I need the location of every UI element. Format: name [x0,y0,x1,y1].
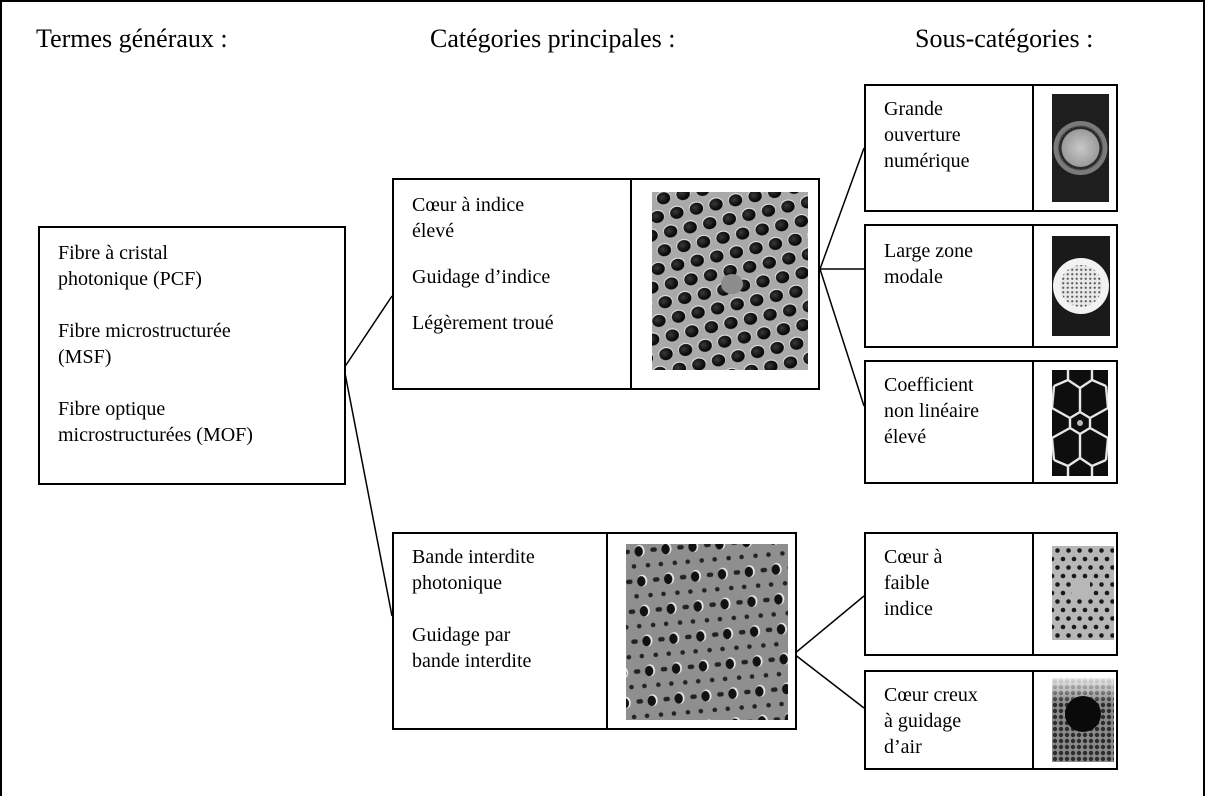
subcategory-line: Cœur creux [884,684,978,706]
air-clad-ring-fiber-icon [1052,94,1109,202]
category-line: élevé [412,220,455,242]
box-separator [630,180,632,388]
subcategory-line: Cœur à [884,546,943,568]
general-term-line: Fibre optique [58,398,166,420]
bandgap-text: Bande interdite photonique Guidage par b… [412,544,535,674]
large-mode-area-fiber-icon [1052,236,1110,336]
bandgap-box: Bande interdite photonique Guidage par b… [392,532,797,730]
subcategory-line: Grande [884,98,943,120]
subcategory-line: modale [884,266,943,288]
sub-high-na-text: Grande ouverture numérique [884,96,970,174]
sparse-hole-lattice-icon [1052,546,1114,640]
general-term-line: microstructurées (MOF) [58,424,253,446]
box-separator [606,534,608,728]
connector-general-to-index [343,295,393,369]
subcategory-line: ouverture [884,124,961,146]
category-line: Cœur à indice [412,194,525,216]
box-separator [1032,226,1034,346]
subcategory-line: Coefficient [884,374,974,396]
box-separator [1032,86,1034,210]
sub-large-mode-text: Large zone modale [884,238,973,290]
general-term-line: Fibre microstructurée [58,320,231,342]
category-line: Guidage par [412,624,511,646]
subcategory-line: indice [884,598,933,620]
sub-nonlinear-box: Coefficient non linéaire élevé [864,360,1118,484]
honeycomb-web-fiber-icon [1052,370,1108,476]
connector-index-to-high-na [819,147,865,270]
header-general-terms: Termes généraux : [36,24,228,53]
bandgap-lattice-icon [626,544,788,720]
subcategory-line: à guidage [884,710,962,732]
subcategory-line: numérique [884,150,970,172]
connector-index-to-nonlinear [819,268,865,407]
sub-high-na-box: Grande ouverture numérique [864,84,1118,212]
general-terms-box: Fibre à cristal photonique (PCF) Fibre m… [38,226,346,485]
category-line: Bande interdite [412,546,535,568]
category-line: photonique [412,572,502,594]
sub-low-index-text: Cœur à faible indice [884,544,942,622]
box-separator [1032,534,1034,654]
general-term-line: Fibre à cristal [58,242,168,264]
subcategory-line: non linéaire [884,400,979,422]
sub-hollow-core-text: Cœur creux à guidage d’air [884,682,978,760]
sub-low-index-box: Cœur à faible indice [864,532,1118,656]
general-term-line: photonique (PCF) [58,268,202,290]
general-terms-text: Fibre à cristal photonique (PCF) Fibre m… [58,240,253,448]
index-guiding-box: Cœur à indice élevé Guidage d’indice Lég… [392,178,820,390]
box-separator [1032,672,1034,768]
box-separator [1032,362,1034,482]
general-term-line: (MSF) [58,346,112,368]
subcategory-line: Large zone [884,240,974,262]
subcategory-line: élevé [884,426,927,448]
connector-general-to-bandgap [343,367,393,617]
hexagonal-hole-lattice-solid-core-icon [652,192,808,370]
category-line: Légèrement troué [412,312,554,334]
header-main-categories: Catégories principales : [430,24,676,53]
category-line: Guidage d’indice [412,266,551,288]
subcategory-line: d’air [884,736,922,758]
category-line: bande interdite [412,650,532,672]
index-guiding-text: Cœur à indice élevé Guidage d’indice Lég… [412,192,554,336]
sub-large-mode-box: Large zone modale [864,224,1118,348]
sub-hollow-core-box: Cœur creux à guidage d’air [864,670,1118,770]
hollow-core-fiber-icon [1052,678,1114,762]
sub-nonlinear-text: Coefficient non linéaire élevé [884,372,979,450]
connector-bandgap-to-hollow-core [793,653,865,709]
subcategory-line: faible [884,572,930,594]
header-sub-categories: Sous-catégories : [915,24,1094,53]
connector-bandgap-to-low-index [793,595,865,655]
